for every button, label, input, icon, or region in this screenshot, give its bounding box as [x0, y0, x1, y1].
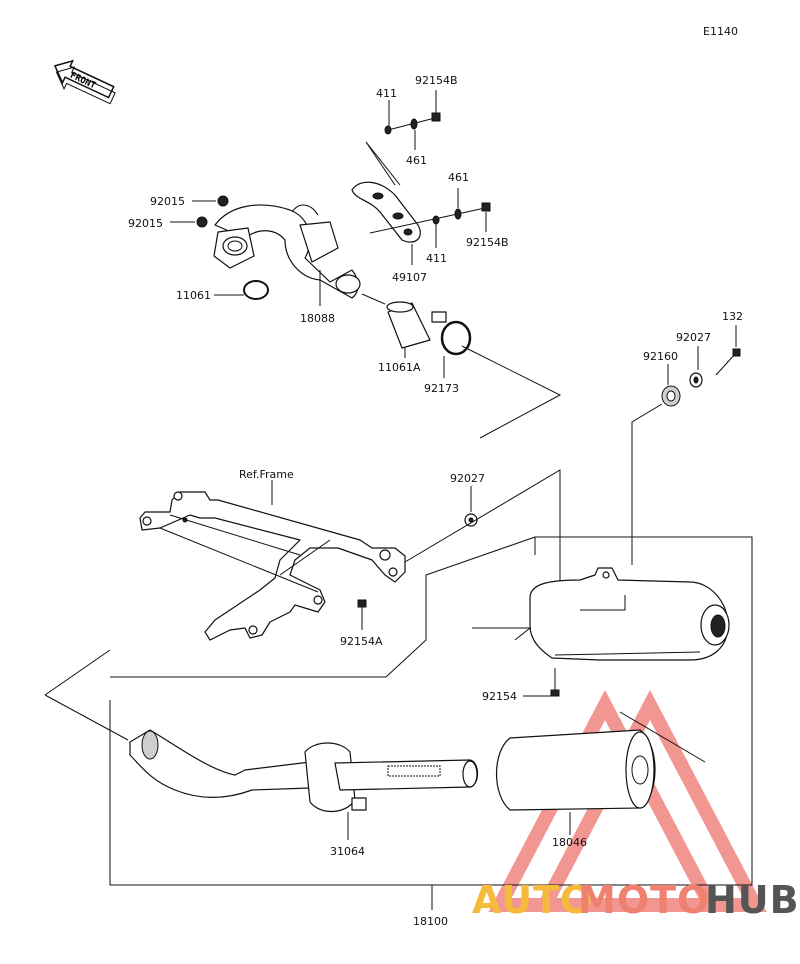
label-92154b-top: 92154B: [415, 74, 458, 87]
heat-guard-49107: [351, 181, 421, 243]
diagram-code: E1140: [703, 25, 738, 38]
label-31064: 31064: [330, 845, 365, 858]
bolt-92154b-top: [384, 112, 441, 135]
label-92027-mid: 92027: [450, 472, 485, 485]
muffler-assembly: [472, 567, 730, 661]
washer-92027-mid: [404, 469, 561, 600]
bolt-92154a: [357, 599, 367, 630]
clamp-92173: [431, 311, 562, 439]
label-92160: 92160: [643, 350, 678, 363]
silencer-18046: [495, 711, 706, 811]
front-arrow-icon: FRONT: [53, 59, 116, 105]
label-11061a: 11061A: [378, 361, 421, 374]
sleeve-11061a: [361, 293, 431, 358]
bolt-92154: [523, 668, 560, 697]
watermark-moto: MOTO: [578, 878, 710, 922]
label-18088: 18088: [300, 312, 335, 325]
gasket-11061: [214, 280, 269, 300]
grommet-92160: [631, 364, 681, 565]
bolt-132: [715, 325, 741, 376]
label-132: 132: [722, 310, 743, 323]
label-92154a: 92154A: [340, 635, 383, 648]
washer-92027-top: [689, 346, 703, 388]
assembly-leader-b: [44, 694, 129, 741]
label-11061: 11061: [176, 289, 211, 302]
label-92027-top: 92027: [676, 331, 711, 344]
assembly-box-connector: [110, 536, 536, 678]
watermark-hub: HUB: [705, 878, 800, 922]
header-pipe-18088: [213, 204, 361, 299]
assembly-box-outline: [109, 536, 753, 886]
label-461-top: 461: [406, 154, 427, 167]
label-92173: 92173: [424, 382, 459, 395]
label-461-mid: 461: [448, 171, 469, 184]
label-18100: 18100: [413, 915, 448, 928]
frame-reference: [139, 491, 406, 641]
assembly-leader-a: [44, 649, 111, 696]
label-ref-frame: Ref.Frame: [239, 468, 294, 481]
nut-92015-b: [170, 216, 208, 228]
nut-92015-a: [192, 195, 229, 207]
label-92154: 92154: [482, 690, 517, 703]
leader-guard-top-b: [365, 141, 396, 186]
label-18046: 18046: [552, 836, 587, 849]
label-411-top: 411: [376, 87, 397, 100]
leader-guard-top: [365, 141, 401, 186]
label-411-mid: 411: [426, 252, 447, 265]
label-92154b-mid: 92154B: [466, 236, 509, 249]
label-92015-b: 92015: [128, 217, 163, 230]
mid-pipe-31064: [129, 729, 479, 813]
label-92015-a: 92015: [150, 195, 185, 208]
watermark-auto: AUTO: [472, 878, 593, 922]
label-49107: 49107: [392, 271, 427, 284]
bolt-92154b-mid: [369, 202, 491, 234]
watermark-logo: AUTO MOTO HUB: [472, 878, 800, 922]
